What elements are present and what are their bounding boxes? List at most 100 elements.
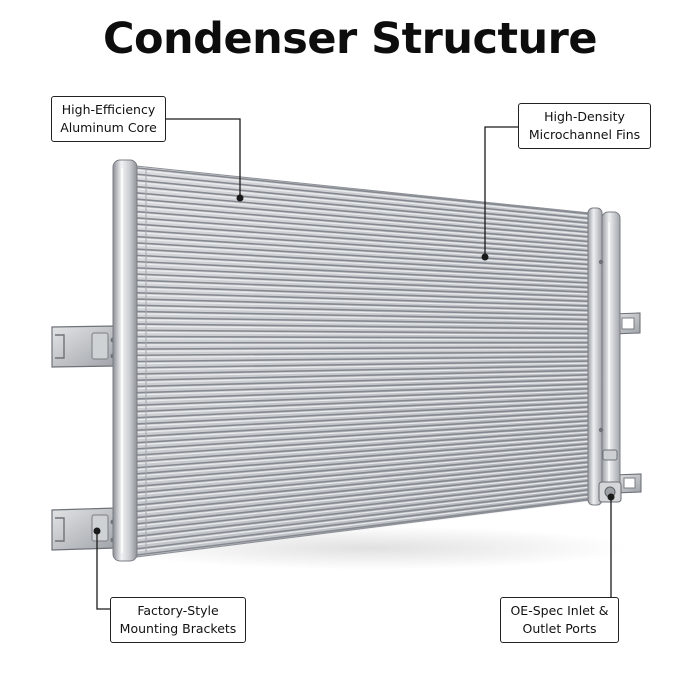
fin-tube-line [136, 429, 590, 463]
fin-tube-line [136, 173, 590, 220]
fin-tube-line [136, 466, 590, 513]
fin-tube-line [136, 185, 590, 229]
fin-tube-line [136, 369, 590, 382]
fin-tube-line [136, 387, 590, 406]
fin-highlight-line [136, 338, 590, 341]
fin-highlight-line [136, 263, 590, 286]
fin-tube-line [136, 279, 590, 298]
fins-leader-line [484, 126, 518, 254]
fin-highlight-line [136, 376, 590, 390]
fin-highlight-line [136, 256, 590, 281]
fin-tube-line [136, 179, 590, 224]
fin-highlight-line [136, 417, 590, 446]
fin-tube-line [136, 456, 590, 500]
fin-tube-line [136, 424, 590, 456]
left-header-tank [112, 159, 138, 562]
fin-highlight-line [136, 413, 590, 440]
fin-highlight-line [136, 281, 590, 300]
fin-highlight-line [136, 300, 590, 314]
fin-highlight-line [136, 362, 590, 371]
fin-tube-line [136, 355, 590, 363]
fin-highlight-line [136, 371, 590, 384]
fin-highlight-line [136, 225, 590, 258]
fin-tube-line [136, 438, 590, 475]
fin-highlight-line [136, 348, 590, 352]
fin-highlight-line [136, 482, 590, 533]
right-header-tank [587, 207, 621, 506]
fin-tube-line [136, 447, 590, 488]
fin-tube-line [136, 273, 590, 293]
fin-tube-line [136, 484, 590, 538]
fin-tube-line [136, 351, 590, 357]
core-leader-line [166, 118, 241, 196]
fin-tube-line [136, 475, 590, 525]
fin-highlight-line [136, 463, 590, 508]
fin-tube-line [136, 433, 590, 469]
fin-tube-line [136, 360, 590, 369]
fin-highlight-line [136, 486, 590, 540]
fin-tube-line [136, 317, 590, 326]
fin-highlight-line [136, 288, 590, 304]
fin-highlight-line [136, 353, 590, 359]
fin-highlight-line [136, 399, 590, 421]
fin-highlight-line [136, 357, 590, 365]
fin-tube-line [136, 260, 590, 284]
fin-highlight-line [136, 269, 590, 291]
fin-tube-line [136, 248, 590, 275]
fin-highlight-line [136, 182, 590, 226]
fin-tube-line [136, 479, 590, 531]
fin-highlight-line [136, 213, 590, 249]
fin-highlight-line [136, 219, 590, 254]
fin-tube-line [136, 415, 590, 444]
fin-highlight-line [136, 238, 590, 268]
fin-highlight-line [136, 232, 590, 263]
fin-highlight-line [136, 175, 590, 222]
callout-core-line1: High-Efficiency [61, 102, 156, 117]
fin-highlight-line [136, 454, 590, 496]
fin-highlight-line [136, 426, 590, 458]
fin-tube-line [136, 410, 590, 438]
fin-tube-line [136, 443, 590, 481]
fin-tube-line [136, 329, 590, 335]
fin-tube-line [136, 267, 590, 289]
ports-leader-dot [607, 493, 615, 501]
fin-highlight-line [136, 188, 590, 231]
fin-tube-line [136, 420, 590, 450]
callout-aluminum-core: High-Efficiency Aluminum Core [51, 96, 166, 142]
fin-tube-line [136, 229, 590, 261]
callout-fins-line1: High-Density [544, 109, 625, 124]
fin-highlight-line [136, 313, 590, 323]
callout-microchannel-fins: High-Density Microchannel Fins [518, 103, 651, 149]
fin-highlight-line [136, 477, 590, 527]
fin-highlight-line [136, 319, 590, 327]
fin-tube-line [136, 383, 590, 400]
callout-fins-line2: Microchannel Fins [528, 127, 641, 142]
fin-highlight-line [136, 306, 590, 318]
left-bottom-bracket [51, 507, 117, 551]
fin-highlight-line [136, 431, 590, 465]
fin-tube-line [136, 406, 590, 431]
fins-leader-dot [481, 253, 489, 261]
fin-highlight-line [136, 449, 590, 490]
microchannel-fins [136, 167, 590, 558]
fin-tube-line [136, 489, 590, 544]
fin-tube-line [136, 223, 590, 257]
fin-highlight-line [136, 472, 590, 521]
callout-inlet-outlet-ports: OE-Spec Inlet & Outlet Ports [500, 597, 619, 643]
fin-tube-line [136, 204, 590, 243]
fin-tube-line [136, 235, 590, 266]
callout-ports-line1: OE-Spec Inlet & [510, 603, 609, 618]
fin-highlight-line [136, 169, 590, 217]
fin-tube-line [136, 392, 590, 413]
fin-tube-line [136, 310, 590, 321]
inlet-outlet-ports [598, 449, 622, 503]
fin-highlight-line [136, 275, 590, 295]
fin-highlight-line [136, 390, 590, 408]
fin-tube-line [136, 192, 590, 234]
fin-tube-line [136, 292, 590, 307]
left-top-bracket [51, 325, 117, 368]
fin-tube-line [136, 401, 590, 425]
fin-highlight-line [136, 331, 590, 337]
fin-tube-line [136, 167, 590, 215]
fin-tube-line [136, 493, 590, 550]
